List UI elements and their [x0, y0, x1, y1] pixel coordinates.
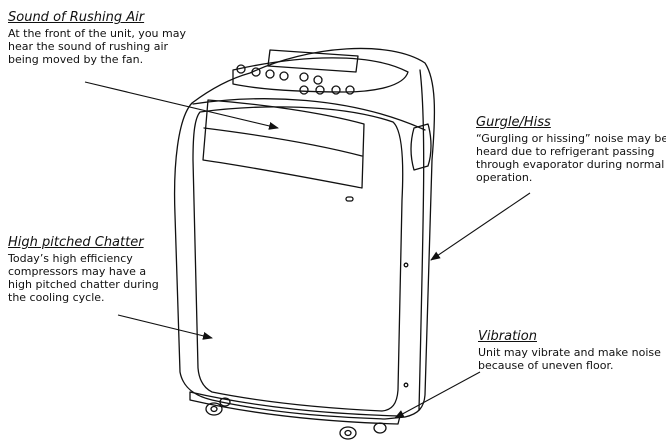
note-body: “Gurgling or hissing” noise may be heard…: [476, 132, 666, 184]
indicator-light: [345, 196, 354, 202]
note-line: the cooling cycle.: [8, 291, 105, 304]
note-line: heard due to refrigerant passing: [476, 145, 655, 158]
callout-arrow-gurgle-hiss: [430, 192, 531, 261]
unit-side-seam: [418, 69, 425, 411]
control-button: [299, 72, 309, 82]
note-body: At the front of the unit, you may hear t…: [8, 27, 186, 66]
note-line: operation.: [476, 171, 533, 184]
air-louver-slat: [203, 127, 363, 157]
note-vibration: Vibration Unit may vibrate and make nois…: [478, 329, 661, 372]
note-sound-of-rushing-air: Sound of Rushing Air At the front of the…: [8, 10, 186, 66]
unit-front-panel: [192, 106, 404, 412]
caster-wheel: [219, 397, 231, 407]
note-line: through evaporator during normal: [476, 158, 665, 171]
note-title: Gurgle/Hiss: [476, 115, 551, 130]
top-control-pod: [232, 57, 409, 93]
note-line: compressors may have a: [8, 265, 147, 278]
unit-outer-body: [173, 47, 436, 420]
note-title: Sound of Rushing Air: [8, 10, 145, 25]
air-louver-frame: [202, 99, 365, 189]
note-body: Today’s high efficiency compressors may …: [8, 252, 159, 304]
control-button: [315, 85, 325, 95]
note-line: because of uneven floor.: [478, 359, 614, 372]
control-button: [279, 71, 289, 81]
caster-wheel: [339, 426, 357, 440]
control-button: [236, 64, 246, 74]
control-button: [251, 67, 261, 77]
unit-base: [189, 391, 401, 425]
unit-top-band: [192, 98, 426, 131]
note-line: hear the sound of rushing air: [8, 40, 169, 53]
side-dot: [403, 382, 409, 388]
callout-arrow-rushing-air: [84, 81, 279, 130]
note-line: “Gurgling or hissing” noise may be: [476, 132, 666, 145]
side-dot: [403, 262, 409, 268]
side-handle: [410, 123, 432, 171]
note-gurgle-hiss: Gurgle/Hiss “Gurgling or hissing” noise …: [476, 115, 666, 184]
control-button: [313, 75, 323, 85]
note-title: High pitched Chatter: [8, 235, 144, 250]
note-line: high pitched chatter during: [8, 278, 159, 291]
display-panel: [267, 49, 359, 73]
note-body: Unit may vibrate and make noise because …: [478, 346, 661, 372]
control-button: [331, 85, 341, 95]
note-line: being moved by the fan.: [8, 53, 144, 66]
note-title: Vibration: [478, 329, 537, 344]
note-high-pitched-chatter: High pitched Chatter Today’s high effici…: [8, 235, 159, 304]
control-button: [299, 85, 309, 95]
control-button: [345, 85, 355, 95]
caster-wheel: [205, 402, 223, 416]
note-line: Unit may vibrate and make noise: [478, 346, 661, 359]
caster-wheel: [344, 429, 352, 437]
note-line: Today’s high efficiency: [8, 252, 133, 265]
note-line: At the front of the unit, you may: [8, 27, 186, 40]
caster-wheel: [373, 422, 387, 434]
control-button: [265, 69, 275, 79]
caster-wheel: [210, 405, 218, 413]
callout-arrow-vibration: [394, 371, 481, 419]
callout-arrow-chatter: [117, 314, 213, 340]
